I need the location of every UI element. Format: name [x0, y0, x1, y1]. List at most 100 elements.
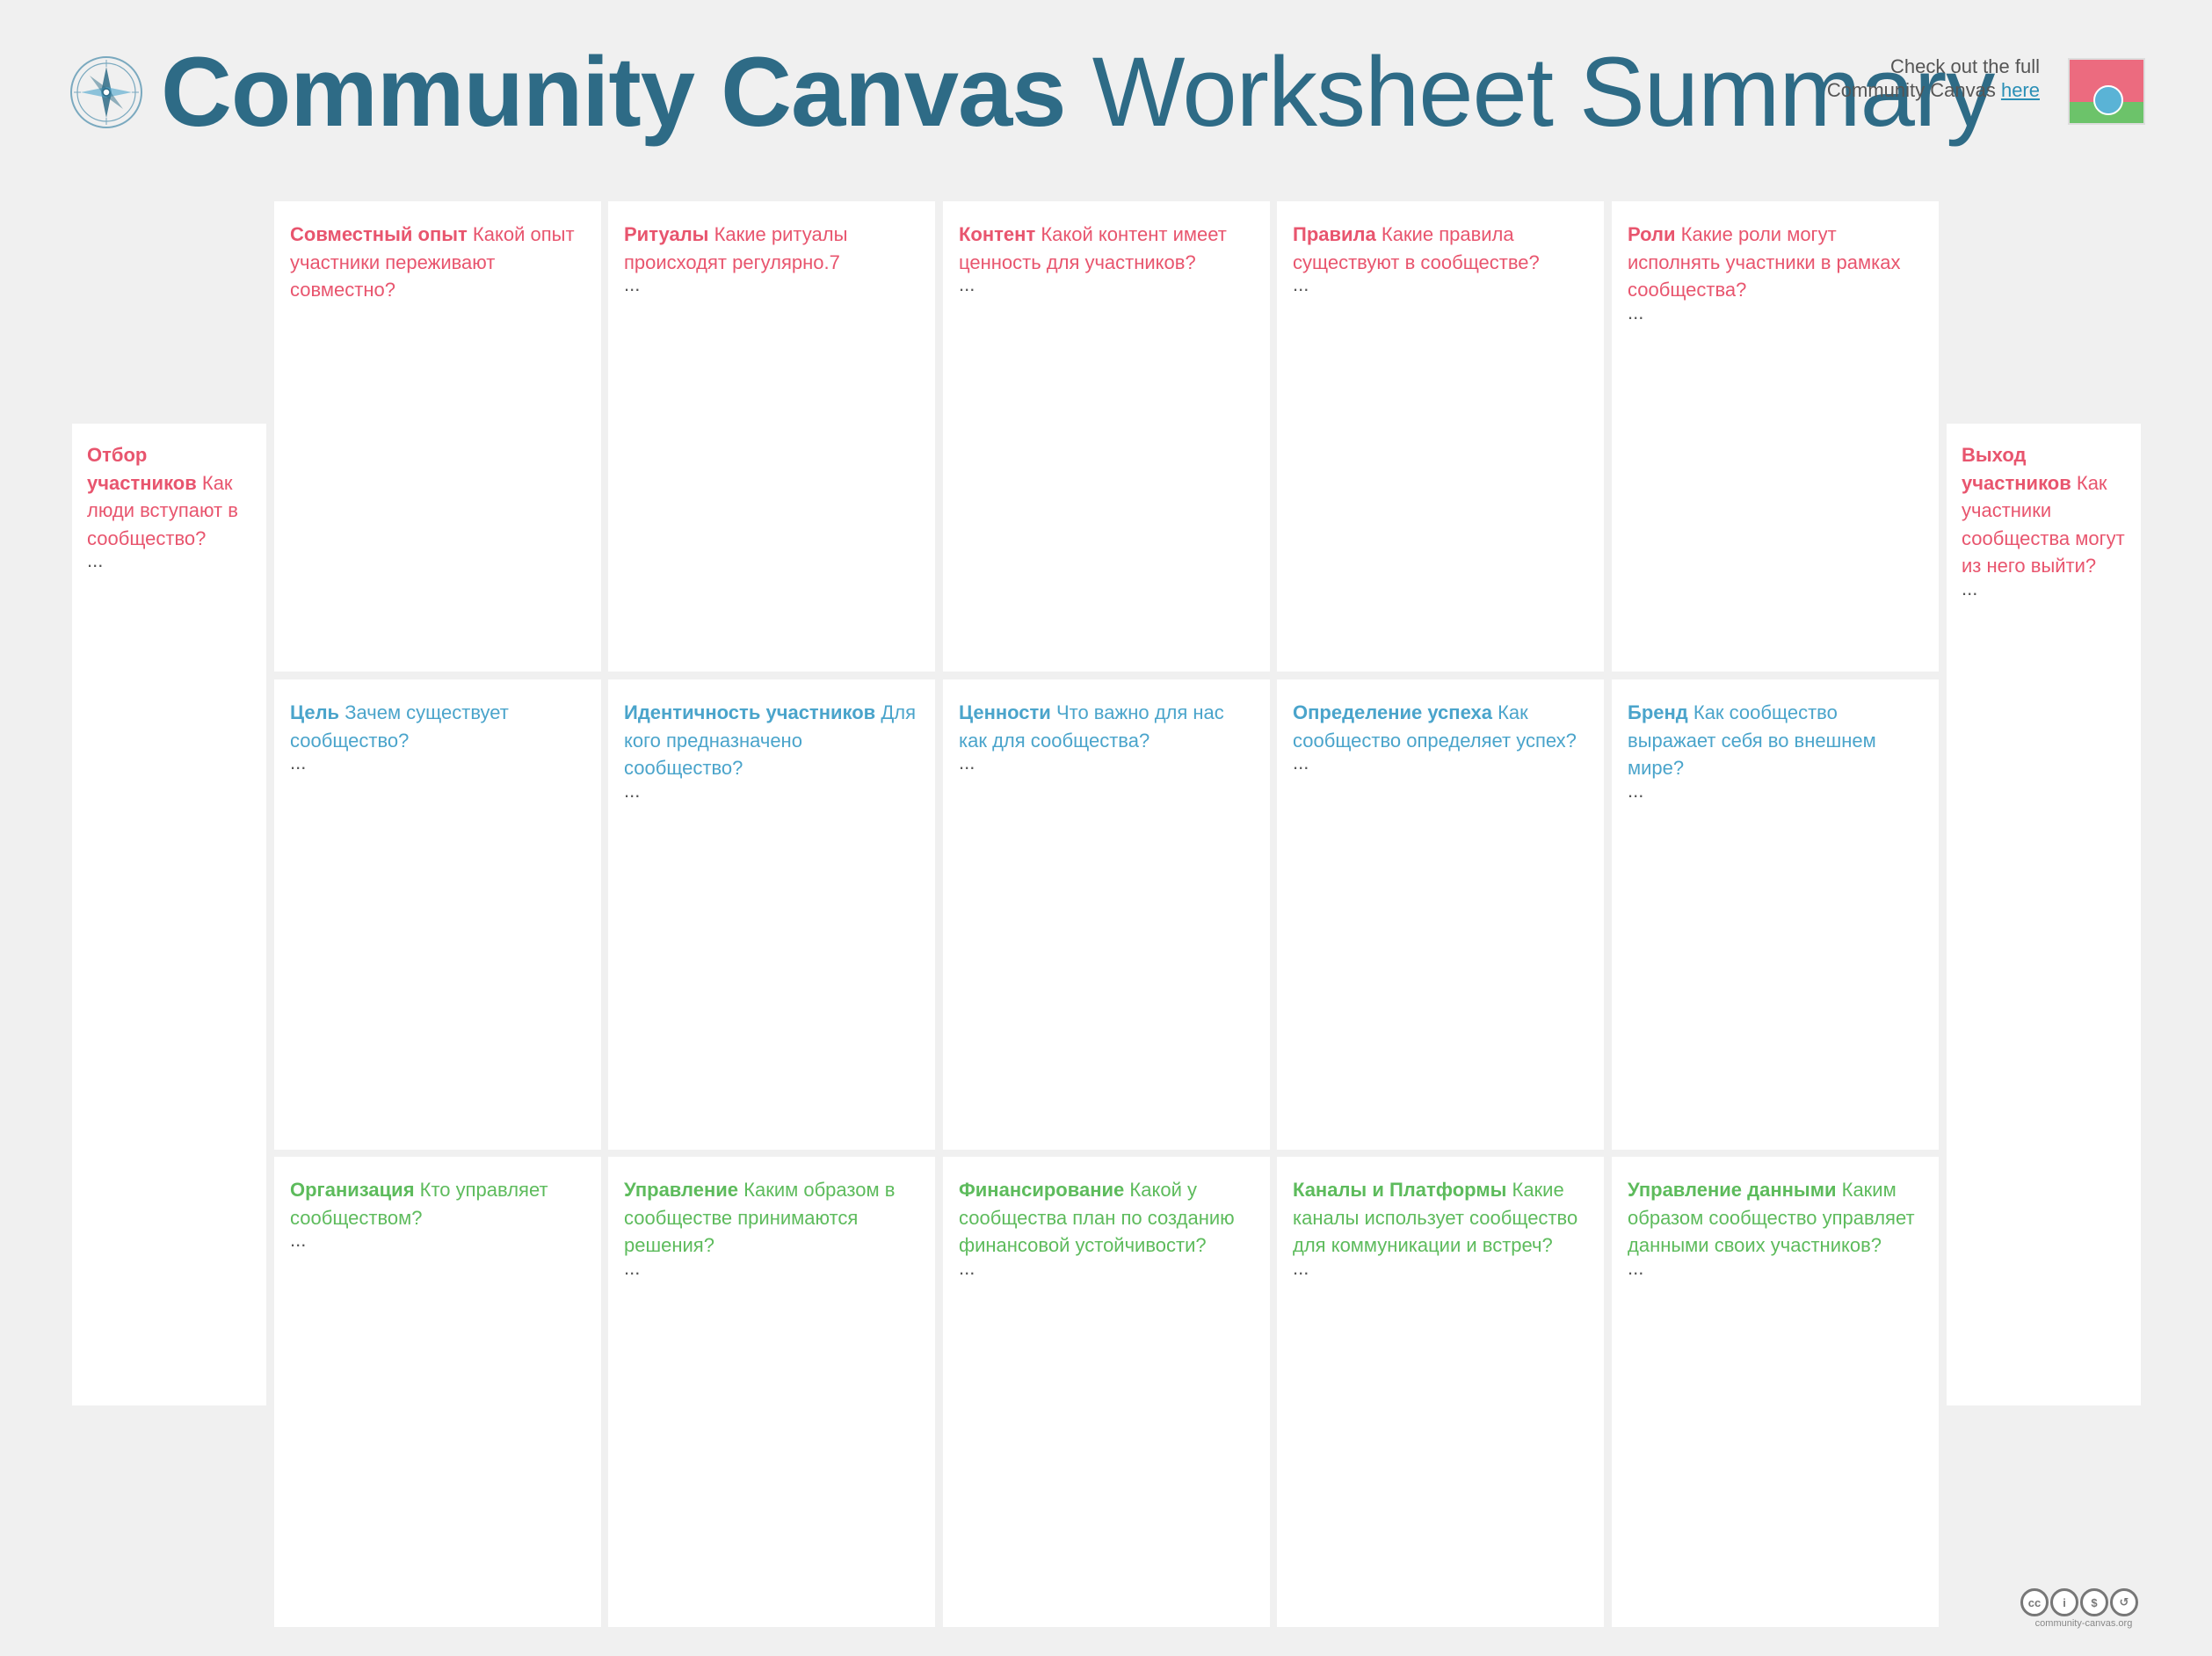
card-title: Контент [959, 223, 1036, 245]
card-shared-experience[interactable]: Совместный опыт Какой опыт участники пер… [274, 201, 601, 672]
card-text: Контент Какой контент имеет ценность для… [959, 221, 1254, 276]
card-question: Какой контент имеет ценность для участни… [959, 223, 1227, 273]
card-text: Совместный опыт Какой опыт участники пер… [290, 221, 585, 304]
card-title: Управление [624, 1179, 739, 1201]
card-text: Каналы и Платформы Какие каналы использу… [1293, 1176, 1588, 1260]
cc-icons: cc i $ ↺ [2020, 1588, 2147, 1616]
card-value[interactable]: ... [1628, 779, 1644, 802]
card-question: Как сообщество определяет успех? [1293, 701, 1577, 752]
card-title: Совместный опыт [290, 223, 468, 245]
card-question: Как сообщество выражает себя во внешнем … [1628, 701, 1876, 779]
card-onboarding[interactable]: Отбор участников Как люди вступают в соо… [72, 424, 266, 1405]
card-text: Ценности Что важно для нас как для сообщ… [959, 699, 1254, 754]
card-value[interactable]: ... [1293, 752, 1309, 774]
card-title: Правила [1293, 223, 1376, 245]
noncommercial-icon: $ [2080, 1588, 2108, 1616]
promo-note: Check out the full Community Canvas here [1811, 54, 2040, 102]
card-title: Каналы и Платформы [1293, 1179, 1507, 1201]
card-purpose[interactable]: Цель Зачем существует сообщество? ... [274, 679, 601, 1150]
card-rituals[interactable]: Ритуалы Какие ритуалы происходят регуляр… [608, 201, 935, 672]
compass-icon [70, 56, 142, 128]
card-organization[interactable]: Организация Кто управляет сообществом? .… [274, 1157, 601, 1627]
card-text: Ритуалы Какие ритуалы происходят регуляр… [624, 221, 919, 276]
card-brand[interactable]: Бренд Как сообщество выражает себя во вн… [1612, 679, 1939, 1150]
card-value[interactable]: ... [959, 273, 975, 295]
card-question: Для кого предназначено сообщество? [624, 701, 916, 779]
card-text: Бренд Как сообщество выражает себя во вн… [1628, 699, 1923, 782]
card-text: Роли Какие роли могут исполнять участник… [1628, 221, 1923, 304]
footer-url: community-canvas.org [2034, 1618, 2133, 1629]
title-light: Worksheet Summary [1091, 37, 1996, 147]
card-offboarding[interactable]: Выход участников Как участники сообществ… [1947, 424, 2141, 1405]
card-content[interactable]: Контент Какой контент имеет ценность для… [943, 201, 1270, 672]
card-text: Организация Кто управляет сообществом? [290, 1176, 585, 1231]
card-question: Что важно для нас как для сообщества? [959, 701, 1224, 752]
card-title: Ценности [959, 701, 1051, 723]
card-title: Финансирование [959, 1179, 1125, 1201]
card-text: Отбор участников Как люди вступают в соо… [87, 441, 251, 552]
card-channels-platforms[interactable]: Каналы и Платформы Какие каналы использу… [1277, 1157, 1604, 1627]
card-text: Финансирование Какой у сообщества план п… [959, 1176, 1254, 1260]
card-title: Управление данными [1628, 1179, 1837, 1201]
card-value[interactable]: ... [1628, 1256, 1644, 1279]
card-text: Правила Какие правила существуют в сообщ… [1293, 221, 1588, 276]
card-question: Каким образом в сообществе принимаются р… [624, 1179, 896, 1256]
card-question: Какой у сообщества план по созданию фина… [959, 1179, 1235, 1256]
card-value[interactable]: ... [624, 1256, 641, 1279]
card-text: Идентичность участников Для кого предназ… [624, 699, 919, 782]
card-governance[interactable]: Управление Каким образом в сообществе пр… [608, 1157, 935, 1627]
page-title: Community Canvas Worksheet Summary [161, 26, 1996, 158]
card-roles[interactable]: Роли Какие роли могут исполнять участник… [1612, 201, 1939, 672]
card-member-identity[interactable]: Идентичность участников Для кого предназ… [608, 679, 935, 1150]
card-values[interactable]: Ценности Что важно для нас как для сообщ… [943, 679, 1270, 1150]
card-title: Роли [1628, 223, 1676, 245]
card-title: Организация [290, 1179, 415, 1201]
card-text: Цель Зачем существует сообщество? [290, 699, 585, 754]
card-value[interactable]: ... [290, 1229, 307, 1251]
card-question: Какие ритуалы происходят регулярно.7 [624, 223, 848, 273]
card-value[interactable]: ... [290, 752, 307, 774]
card-text: Определение успеха Как сообщество опреде… [1293, 699, 1588, 754]
card-question: Каким образом сообщество управляет данны… [1628, 1179, 1915, 1256]
card-title: Определение успеха [1293, 701, 1492, 723]
cc-license[interactable]: cc i $ ↺ community-canvas.org [2020, 1588, 2147, 1629]
card-text: Управление Каким образом в сообществе пр… [624, 1176, 919, 1260]
card-question: Какие правила существуют в сообществе? [1293, 223, 1540, 273]
card-question: Какой опыт участники переживают совместн… [290, 223, 575, 301]
cc-icon: cc [2020, 1588, 2049, 1616]
card-question: Как люди вступают в сообщество? [87, 471, 238, 549]
card-title: Отбор участников [87, 444, 197, 494]
card-title: Цель [290, 701, 340, 723]
card-value[interactable]: ... [87, 549, 104, 571]
card-success-definition[interactable]: Определение успеха Как сообщество опреде… [1277, 679, 1604, 1150]
card-title: Бренд [1628, 701, 1688, 723]
promo-text: Check out the full Community Canvas [1826, 55, 2040, 101]
sharealike-icon: ↺ [2110, 1588, 2138, 1616]
card-question: Зачем существует сообщество? [290, 701, 509, 752]
card-value[interactable]: ... [1293, 273, 1309, 295]
title-bold: Community Canvas [161, 37, 1067, 147]
card-title: Идентичность участников [624, 701, 876, 723]
card-value[interactable]: ... [959, 1256, 975, 1279]
card-question: Кто управляет сообществом? [290, 1179, 548, 1229]
card-text: Управление данными Каким образом сообщес… [1628, 1176, 1923, 1260]
card-question: Как участники сообщества могут из него в… [1962, 471, 2125, 577]
card-value[interactable]: ... [624, 273, 641, 295]
card-value[interactable]: ... [959, 752, 975, 774]
card-value[interactable]: ... [1962, 577, 1978, 599]
card-value[interactable]: ... [1628, 301, 1644, 323]
canvas-thumbnail[interactable] [2068, 58, 2145, 125]
thumbnail-center [2093, 85, 2123, 115]
card-financing[interactable]: Финансирование Какой у сообщества план п… [943, 1157, 1270, 1627]
card-question: Какие каналы использует сообщество для к… [1293, 1179, 1578, 1256]
card-title: Ритуалы [624, 223, 709, 245]
card-title: Выход участников [1962, 444, 2071, 494]
card-value[interactable]: ... [624, 779, 641, 802]
card-value[interactable]: ... [1293, 1256, 1309, 1279]
card-data-management[interactable]: Управление данными Каким образом сообщес… [1612, 1157, 1939, 1627]
card-text: Выход участников Как участники сообществ… [1962, 441, 2126, 580]
promo-link[interactable]: here [2000, 79, 2040, 101]
card-rules[interactable]: Правила Какие правила существуют в сообщ… [1277, 201, 1604, 672]
card-question: Какие роли могут исполнять участники в р… [1628, 223, 1901, 301]
attribution-icon: i [2050, 1588, 2078, 1616]
